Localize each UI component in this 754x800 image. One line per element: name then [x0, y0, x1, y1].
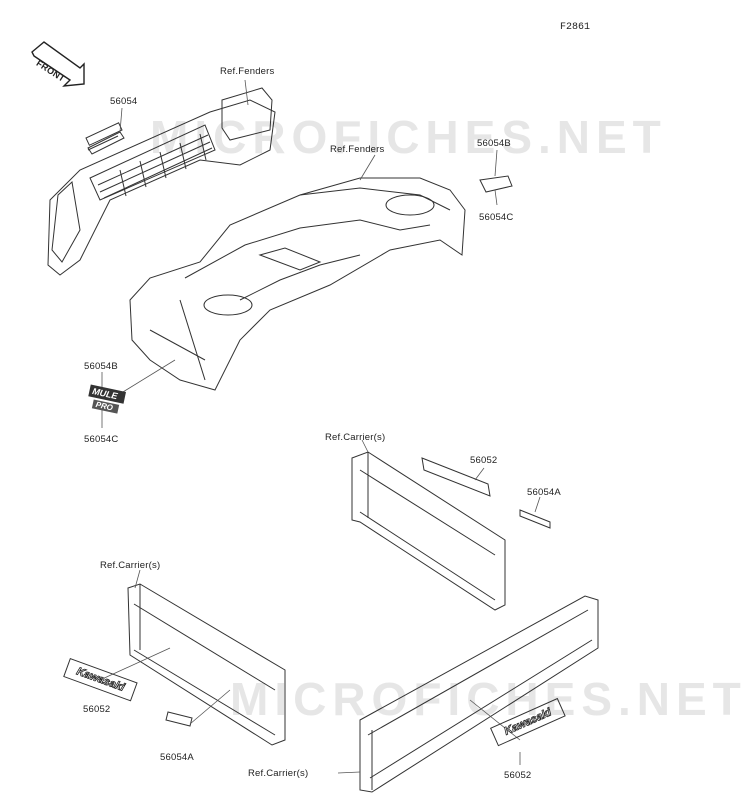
decal-56054B-right	[479, 175, 513, 193]
part-56054-top: 56054	[110, 96, 138, 107]
decal-56052-right	[421, 457, 491, 497]
ref-carrier-bottom-label: Ref.Carrier(s)	[248, 768, 309, 779]
part-56052-right: 56052	[470, 455, 498, 466]
part-56052-bottom: 56052	[504, 770, 532, 781]
ref-fenders-mid-label: Ref.Fenders	[330, 144, 385, 155]
decal-56054A-left	[165, 711, 193, 727]
ref-carrier-right-label: Ref.Carrier(s)	[325, 432, 386, 443]
decal-strip-56054	[87, 131, 125, 155]
part-56054A-left: 56054A	[160, 752, 194, 763]
figure-code: F2861	[560, 22, 591, 33]
part-56054A-right: 56054A	[527, 487, 561, 498]
part-56052-left: 56052	[83, 704, 111, 715]
watermark-top: MICROFICHES.NET	[150, 111, 667, 163]
front-grille-part	[47, 87, 276, 276]
part-56054C-left: 56054C	[84, 434, 119, 445]
carrier-panel-upper	[351, 451, 506, 611]
leader-lines	[99, 79, 541, 774]
carrier-panel-bottom	[359, 595, 599, 793]
watermark-bottom: MICROFICHES.NET	[230, 673, 747, 725]
part-56054C-right: 56054C	[479, 212, 514, 223]
decal-56054A-right	[519, 509, 551, 529]
part-56054B-left: 56054B	[84, 361, 118, 372]
front-arrow-icon	[31, 41, 85, 87]
carrier-panel-left	[127, 583, 286, 746]
rear-fender-part	[129, 177, 466, 391]
ref-carrier-left-label: Ref.Carrier(s)	[100, 560, 161, 571]
ref-fenders-top-label: Ref.Fenders	[220, 66, 275, 77]
part-56054B-right: 56054B	[477, 138, 511, 149]
